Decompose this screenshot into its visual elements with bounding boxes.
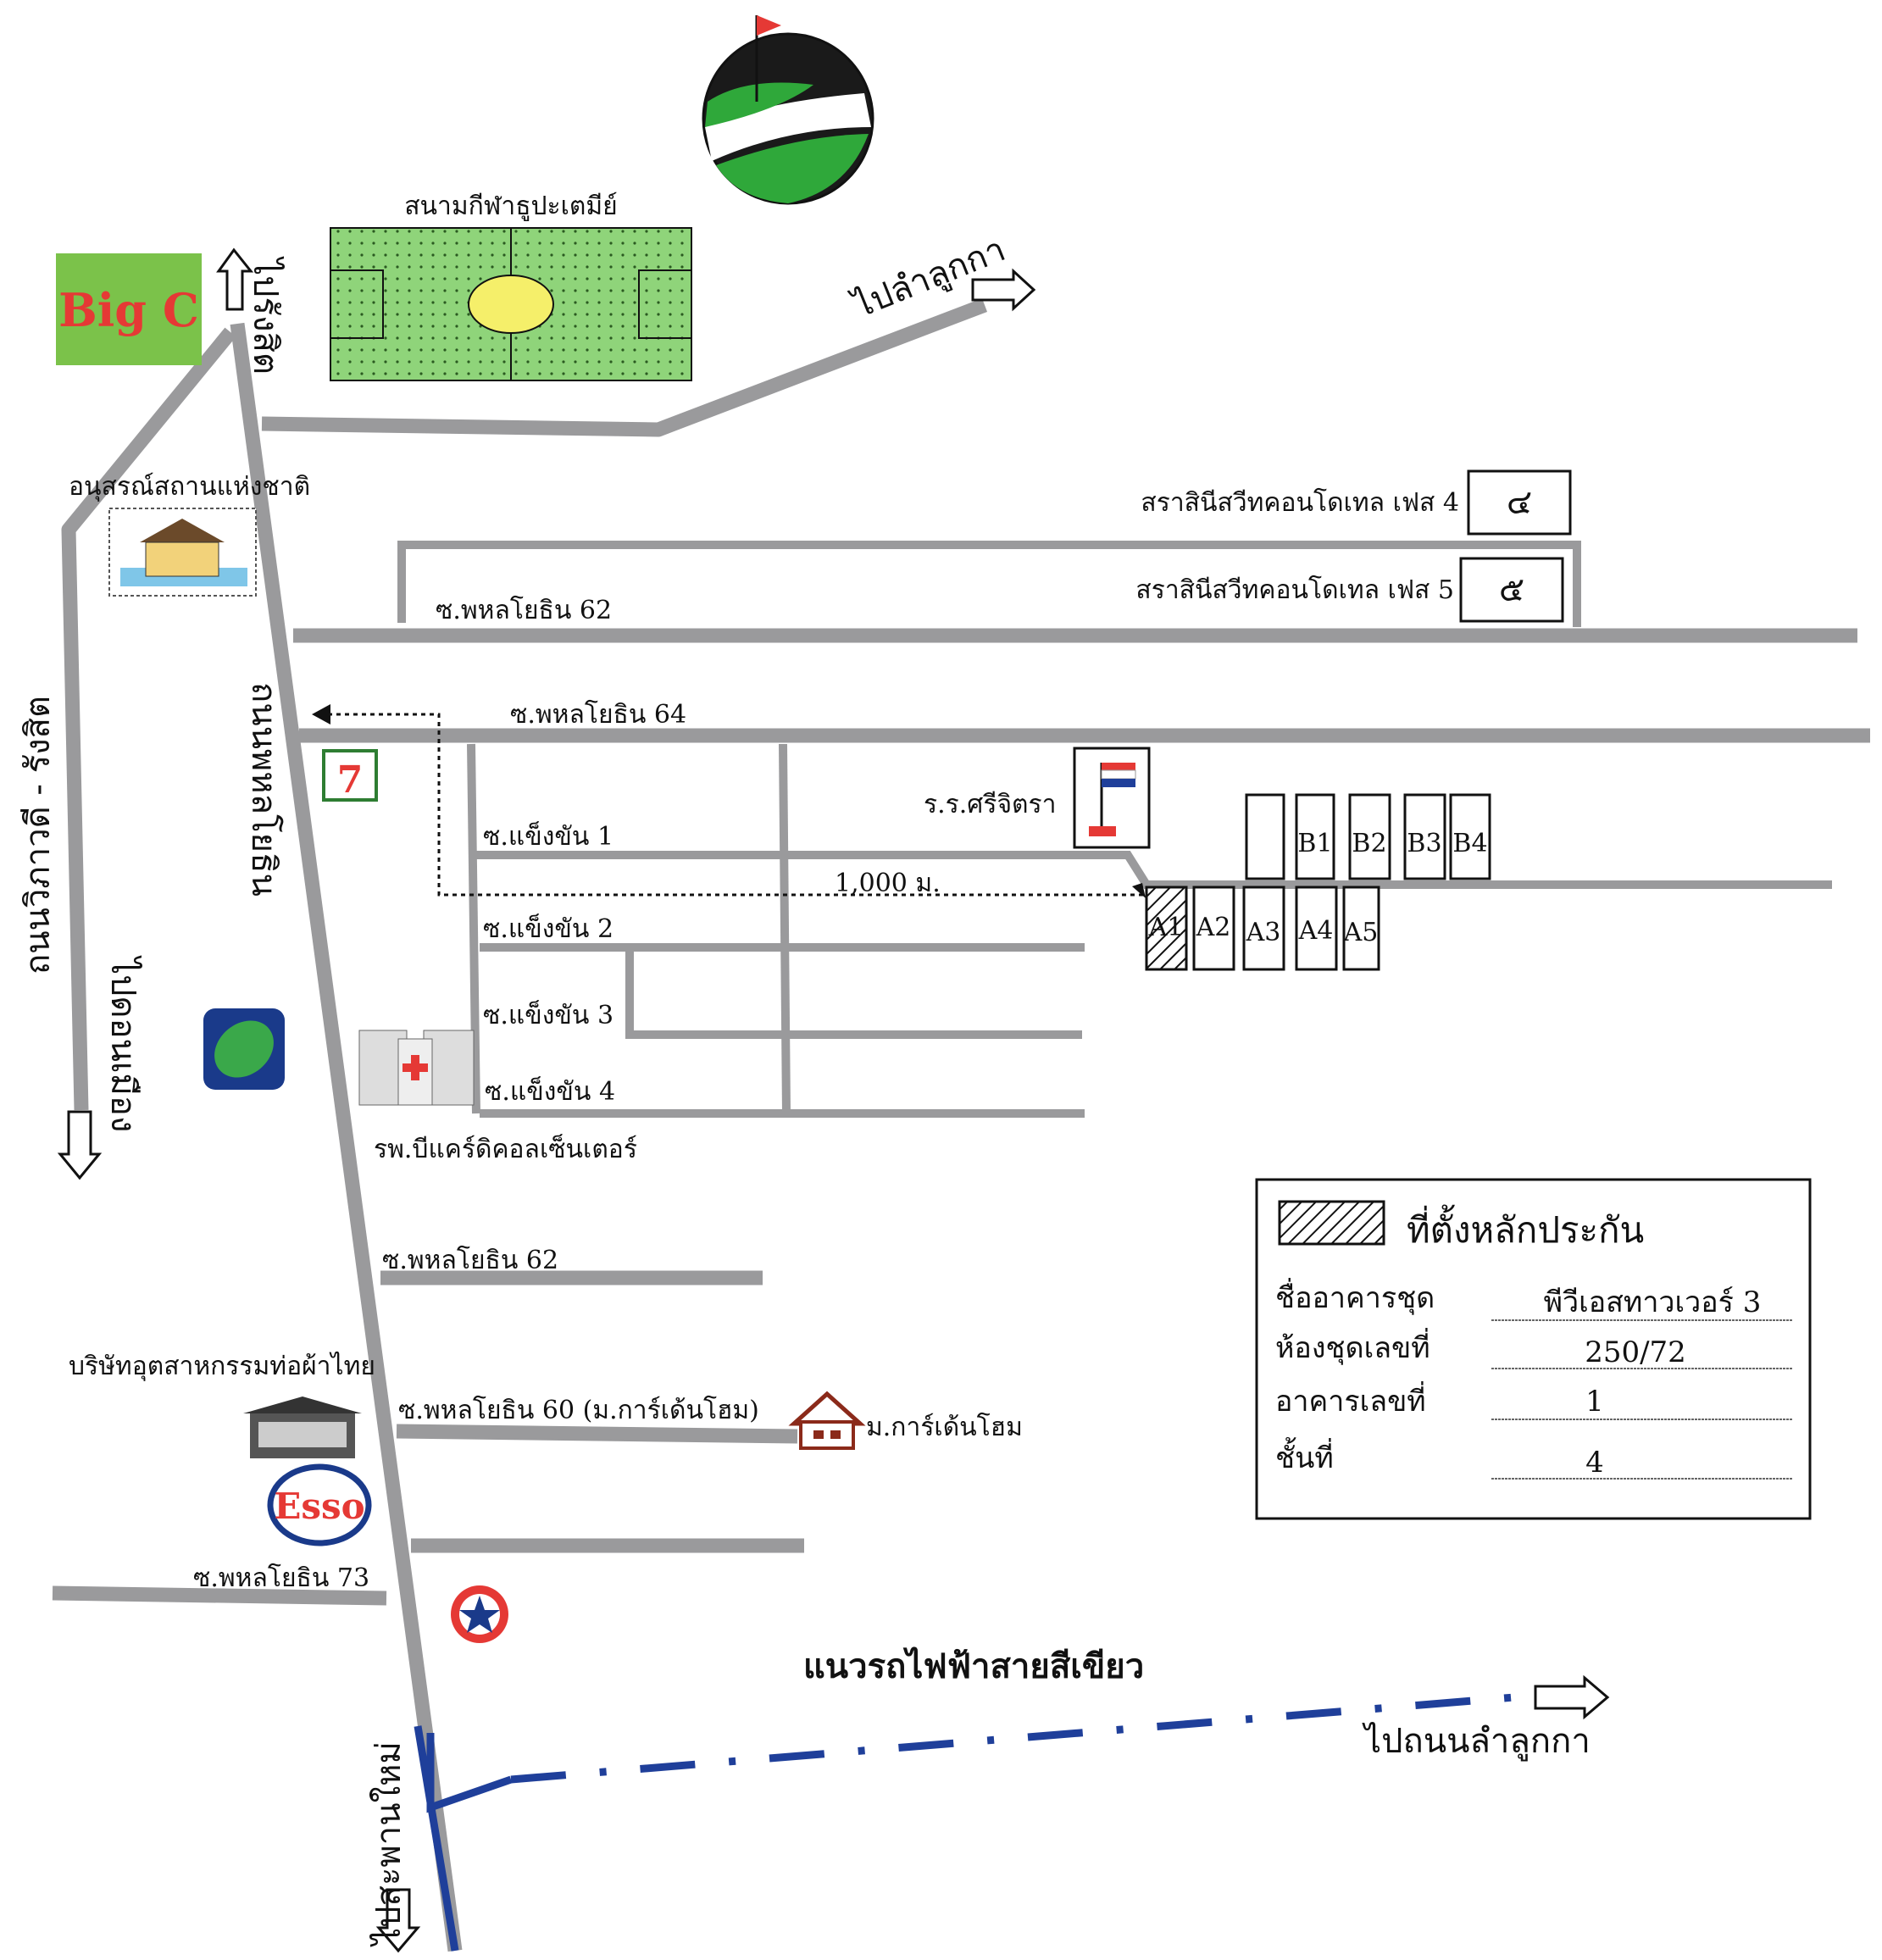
unit-b2: B2: [1352, 829, 1386, 858]
vibhavadi-road-label: ถนนวิภาวดี - รังสิต: [19, 696, 58, 974]
phase4-number: ๔: [1507, 483, 1532, 522]
green-line-route: [414, 1693, 1515, 1952]
hospital-label: รพ.บีแคร์ดิคอลเซ็นเตอร์: [374, 1133, 637, 1164]
khaeng-khan-1-label: ซ.แข็งขัน 1: [483, 820, 613, 852]
phase4-label: สราสินีสวีทคอนโดเทล เฟส 4: [1141, 487, 1459, 518]
phahon-yothin-road-label: ถนนพหลโยธิน: [244, 682, 283, 897]
factory-label: บริษัทอุตสาหกรรมท่อผ้าไทย: [69, 1351, 375, 1382]
legend-value-room: 250/72: [1585, 1335, 1686, 1369]
unit-b1: B1: [1297, 829, 1332, 858]
distance-label: 1,000 ม.: [835, 869, 941, 898]
legend-label-building: ชื่ออาคารชุด: [1275, 1278, 1435, 1315]
garden-home-label: ม.การ์เด้นโฮม: [866, 1412, 1023, 1442]
unit-b3: B3: [1407, 829, 1441, 858]
esso-logo: Esso: [267, 1463, 372, 1546]
phase5-label: สราสินีสวีทคอนโดเทล เฟส 5: [1135, 575, 1454, 605]
arrow-down-icon: [57, 1110, 103, 1180]
monument-icon: [108, 508, 257, 597]
unit-a5: A5: [1343, 918, 1379, 947]
unit-a3: A3: [1246, 918, 1281, 947]
legend-title: ที่ตั้งหลักประกัน: [1407, 1204, 1644, 1251]
route-end-arrowhead-icon: [1132, 883, 1146, 898]
legend-label-floor: ชั้นที่: [1275, 1437, 1334, 1475]
legend-label-building-no: อาคารเลขที่: [1275, 1381, 1426, 1419]
legend-label-room: ห้องชุดเลขที่: [1275, 1328, 1430, 1365]
lam-luk-ka-road: [261, 298, 988, 437]
soi-73-road: [52, 1585, 387, 1606]
vibhavadi-road: [61, 327, 236, 1111]
phase5-number: ๕: [1499, 570, 1524, 609]
route-dotted-line: [326, 713, 1143, 897]
khaeng-khan-3-road: [625, 947, 1082, 1039]
roads: [52, 298, 1870, 1952]
soi-60-label: ซ.พหลโยธิน 60 (ม.การ์เด้นโฮม): [398, 1395, 759, 1425]
phahon-yothin-road: [230, 322, 463, 1952]
arrow-down-bottom-icon: [375, 1888, 421, 1953]
unit-a4: A4: [1298, 916, 1334, 946]
bigc-logo-text: Big C: [58, 283, 199, 337]
units-a-row: A1 A2 A3 A4 A5: [1145, 886, 1380, 971]
esso-logo-text: Esso: [274, 1485, 364, 1527]
house-icon: [788, 1391, 866, 1450]
legend-box: ที่ตั้งหลักประกัน ชื่ออาคารชุด พีวีเอสทา…: [1255, 1178, 1812, 1520]
khaeng-khan-1-road: [471, 851, 1832, 889]
arrow-right-greenline-icon: [1534, 1674, 1610, 1720]
soi-62-lower-label: ซ.พหลโยธิน 62: [382, 1245, 558, 1275]
bangchak-logo-icon: [203, 1008, 285, 1090]
legend-value-building: พีวีเอสทาวเวอร์ 3: [1544, 1285, 1762, 1319]
golf-course-logo: [702, 15, 874, 205]
svg-text:7: 7: [337, 758, 364, 802]
to-don-mueang-label: ไปดอนเมือง: [103, 955, 142, 1132]
soi-62-top-label: ซ.พหลโยธิน 62: [436, 595, 612, 625]
to-rangsit-label: ไปรังสิต: [246, 256, 285, 375]
soi-60-road: [396, 1424, 798, 1444]
unit-a1: A1: [1148, 913, 1184, 942]
lane-vertical-2: [779, 743, 791, 1114]
soi-73-label: ซ.พหลโยธิน 73: [193, 1563, 369, 1593]
lane-vertical-1: [467, 743, 480, 1114]
stadium-field: [330, 227, 692, 381]
arrow-right-icon: [971, 268, 1036, 312]
monument-label: อนุสรณ์สถานแห่งชาติ: [69, 472, 310, 502]
condo-loop-road: [397, 541, 1581, 627]
collateral-hatch-swatch: [1278, 1200, 1385, 1246]
to-saphan-mai-label: ไปสะพานใหม่: [369, 1741, 408, 1947]
khaeng-khan-2-label: ซ.แข็งขัน 2: [483, 913, 613, 944]
direction-arrows: [57, 247, 1610, 1953]
caltex-logo-icon: [451, 1585, 508, 1643]
seven-eleven-icon: 7: [322, 749, 378, 802]
unit-a1-collateral: [1145, 886, 1188, 971]
hospital-icon: [358, 1030, 475, 1106]
route-arrowhead-icon: [312, 704, 330, 725]
unit-b4: B4: [1452, 829, 1487, 858]
units-b-row: B1 B2 B3 B4: [1245, 793, 1491, 880]
phase5-box: [1459, 557, 1564, 623]
khaeng-khan-4-label: ซ.แข็งขัน 4: [485, 1075, 615, 1107]
khaeng-khan-3-label: ซ.แข็งขัน 3: [483, 999, 613, 1030]
factory-icon: [243, 1396, 362, 1458]
school-flag-icon: [1073, 747, 1151, 849]
unit-a2: A2: [1196, 913, 1231, 942]
soi-64-label: ซ.พหลโยธิน 64: [510, 699, 686, 730]
school-label: ร.ร.ศรีจิตรา: [924, 790, 1056, 819]
bigc-logo: Big C: [56, 253, 202, 365]
arrow-up-icon: [216, 247, 254, 311]
legend-value-floor: 4: [1585, 1446, 1604, 1480]
phase4-box: [1467, 469, 1572, 536]
to-lam-luk-ka-road-label: ไปถนนลำลูกกา: [1362, 1722, 1591, 1761]
legend-value-building-no: 1: [1585, 1385, 1604, 1419]
green-line-label: แนวรถไฟฟ้าสายสีเขียว: [803, 1646, 1144, 1686]
stadium-label: สนามกีฬาธูปะเตมีย์: [404, 192, 618, 221]
